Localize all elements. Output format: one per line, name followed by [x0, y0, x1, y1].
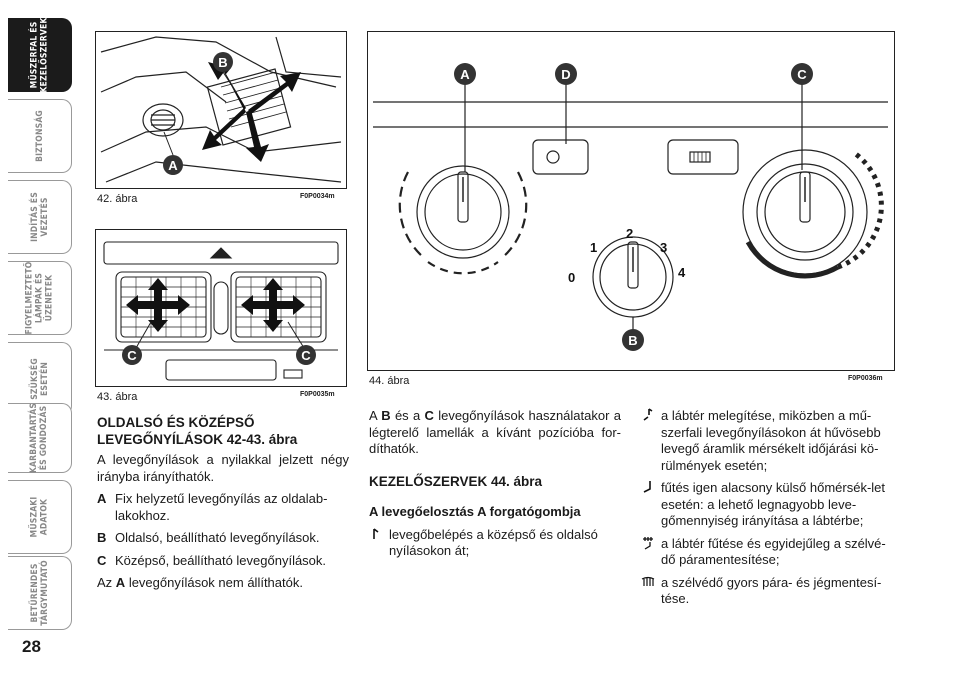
dial-number-0: 0 [568, 270, 575, 285]
note-paragraph: Az A levegőnyílások nem állíthatók. [97, 575, 303, 590]
figure-43-code: F0P0035m [300, 391, 335, 398]
column-1: OLDALSÓ ÉS KÖZÉPSŐ LEVEGŐNYÍLÁSOK 42-43.… [97, 415, 349, 592]
tab-label: BETŰRENDES TÁRGYMUTATÓ [29, 560, 50, 626]
tab-muszaki[interactable]: MŰSZAKI ADATOK [8, 480, 72, 554]
column-2: A B és a C levegőnyílások használatakor … [369, 408, 621, 560]
section-heading-line1: OLDALSÓ ÉS KÖZÉPSŐ [97, 415, 255, 430]
vent-paragraph: A B és a C levegőnyílások használatakor … [369, 408, 621, 456]
tab-biztonsag[interactable]: BIZTONSÁG [8, 99, 72, 173]
intro-paragraph: A levegőnyílások a nyilakkal jelzett nég… [97, 452, 349, 484]
svg-text:C: C [797, 67, 807, 82]
feet-icon [641, 480, 661, 530]
face-feet-icon [641, 408, 661, 474]
face-vent-icon [369, 527, 389, 560]
list-item: a lábtér fűtése és egyidejűleg a szélvé-… [641, 536, 897, 569]
rear-defrost-button [667, 139, 739, 175]
page-number: 28 [22, 637, 41, 656]
svg-text:B: B [218, 55, 227, 70]
callout-b: B [622, 329, 644, 351]
distribution-subheading: A levegőelosztás A forgatógombja [369, 504, 581, 519]
callout-c-right: C [296, 345, 316, 365]
figure-44-code: F0P0036m [848, 375, 883, 382]
figure-44-illustration: 0 1 2 3 4 A D C B [373, 63, 888, 351]
list-item: a szélvédő gyors pára- és jégmentesí-tés… [641, 575, 897, 608]
svg-text:C: C [301, 348, 311, 363]
tab-label: MŰSZAKI ADATOK [29, 496, 50, 538]
tab-muszerfal[interactable]: MŰSZERFAL ÉS KEZELŐSZERVEK [8, 17, 72, 93]
dial-number-2: 2 [626, 226, 633, 241]
section-heading-line2: LEVEGŐNYÍLÁSOK 42-43. ábra [97, 431, 298, 447]
controls-heading: KEZELŐSZERVEK 44. ábra [369, 473, 543, 489]
svg-text:D: D [561, 67, 570, 82]
tab-label: FIGYELMEZTETŐ LÁMPÁK ÉS ÜZENETEK [24, 261, 55, 335]
column-3: a lábtér melegítése, miközben a mű-szerf… [641, 408, 897, 608]
svg-text:B: B [628, 333, 637, 348]
figure-43-center-vents: C C [95, 229, 347, 387]
list-item: levegőbelépés a középső és oldalsó nyílá… [369, 527, 621, 560]
recirculation-button [532, 139, 589, 175]
callout-c-left: C [122, 345, 142, 365]
callout-a: A [163, 155, 183, 175]
tab-inditas[interactable]: INDÍTÁS ÉS VEZETÉS [8, 180, 72, 254]
chapter-tabs: MŰSZERFAL ÉS KEZELŐSZERVEK BIZTONSÁG IND… [0, 0, 80, 677]
tab-label: MŰSZERFAL ÉS KEZELŐSZERVEK [29, 17, 50, 93]
svg-text:A: A [168, 158, 178, 173]
figure-42-caption: 42. ábra [97, 193, 138, 205]
svg-text:A: A [460, 67, 470, 82]
dial-number-3: 3 [660, 240, 667, 255]
figure-44-controls: 0 1 2 3 4 A D C B [367, 31, 895, 371]
tab-label: SZÜKSÉG ESETÉN [29, 358, 50, 400]
figure-43-caption: 43. ábra [97, 391, 138, 403]
list-item: a lábtér melegítése, miközben a mű-szerf… [641, 408, 897, 474]
callout-d: D [555, 63, 577, 85]
tab-label: KARBANTARTÁS ÉS GONDOZÁS [29, 402, 50, 474]
tab-figyelmezteto[interactable]: FIGYELMEZTETŐ LÁMPÁK ÉS ÜZENETEK [8, 261, 72, 335]
tab-label: INDÍTÁS ÉS VEZETÉS [29, 192, 50, 242]
figure-44-caption: 44. ábra [369, 375, 410, 387]
list-item: fűtés igen alacsony külső hőmérsék-let e… [641, 480, 897, 530]
callout-b: B [213, 52, 233, 72]
windscreen-defrost-icon [641, 575, 661, 608]
dial-number-1: 1 [590, 240, 597, 255]
tab-label: BIZTONSÁG [34, 110, 45, 162]
svg-text:C: C [127, 348, 137, 363]
figure-42-code: F0P0034m [300, 193, 335, 200]
figure-42-side-vent: B A [95, 31, 347, 189]
tab-karbantartas[interactable]: KARBANTARTÁS ÉS GONDOZÁS [8, 403, 72, 473]
tab-betturendes[interactable]: BETŰRENDES TÁRGYMUTATÓ [8, 556, 72, 630]
feet-defrost-icon [641, 536, 661, 569]
figure-43-illustration: C C [103, 241, 339, 381]
callout-a: A [454, 63, 476, 85]
callout-c: C [791, 63, 813, 85]
dial-number-4: 4 [678, 265, 686, 280]
figure-42-illustration: B A [100, 36, 342, 183]
